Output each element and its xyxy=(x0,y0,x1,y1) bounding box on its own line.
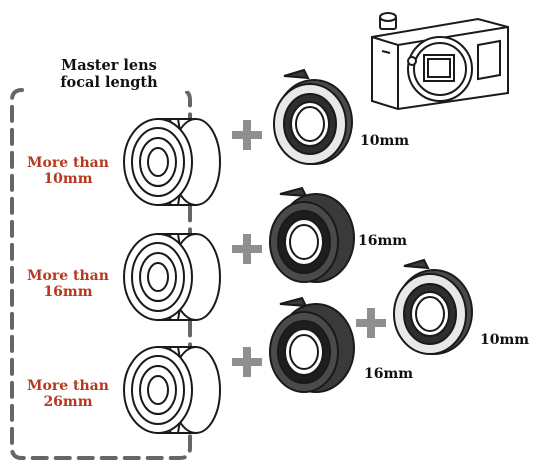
master-lens-label: Master lens focal length xyxy=(30,57,188,92)
extension-tube-icon-10mm xyxy=(273,68,353,165)
tube-label-row-3-first: 16mm xyxy=(364,366,414,382)
master-lens-icon-row-3 xyxy=(123,346,221,434)
master-lens-icon-row-2 xyxy=(123,233,221,321)
extension-tube-icon-16mm xyxy=(269,186,355,283)
tube-label-row-1: 10mm xyxy=(360,133,410,149)
plus-icon xyxy=(356,308,386,338)
plus-icon xyxy=(232,234,262,264)
camera-body-icon xyxy=(371,12,509,111)
tube-label-row-2: 16mm xyxy=(358,233,408,249)
row-3-lens-label: More than 26mm xyxy=(27,378,109,411)
extension-tube-icon-16mm xyxy=(269,296,355,393)
tube-label-row-3-second: 10mm xyxy=(480,332,530,348)
plus-icon xyxy=(232,347,262,377)
master-lens-icon-row-1 xyxy=(123,118,221,206)
row-2-lens-label: More than 16mm xyxy=(27,268,109,301)
extension-tube-icon-10mm xyxy=(393,258,473,355)
row-1-lens-label: More than 10mm xyxy=(27,155,109,188)
plus-icon xyxy=(232,120,262,150)
